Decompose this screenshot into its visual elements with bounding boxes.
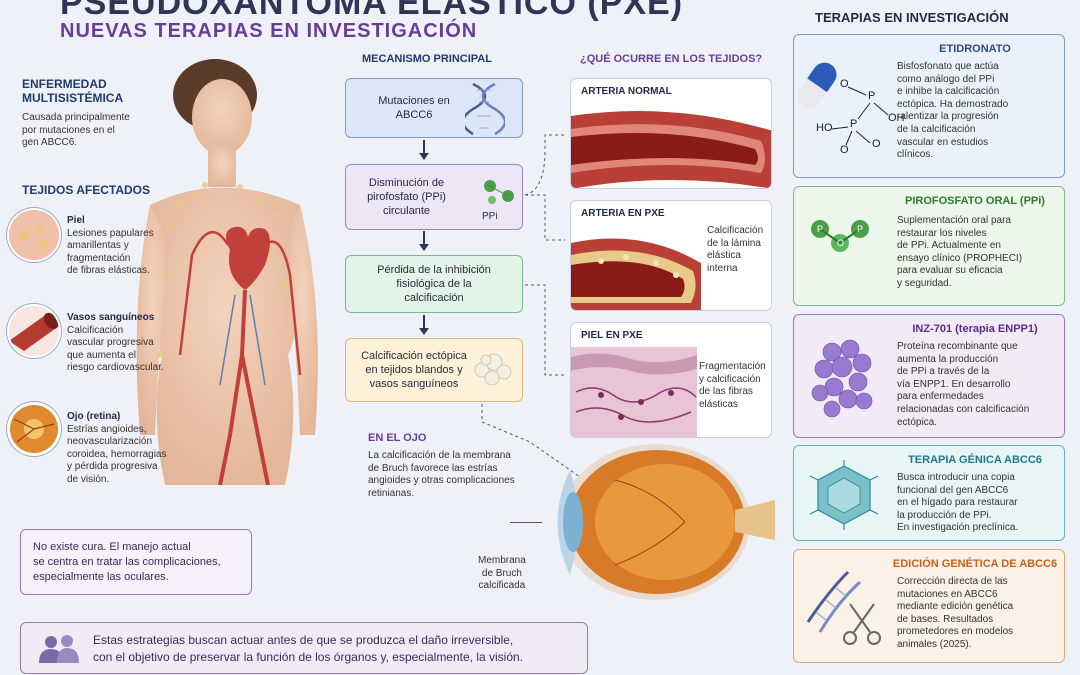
card-normal-artery: ARTERIA NORMAL: [570, 78, 772, 189]
disease-heading: ENFERMEDAD MULTISISTÉMICA: [22, 77, 124, 105]
tissues-heading: TEJIDOS AFECTADOS: [22, 183, 151, 197]
membrane-pointer: [510, 522, 542, 523]
eye-connector: [481, 404, 581, 478]
people-icon: [39, 635, 79, 663]
normal-artery-illustration: [571, 111, 771, 188]
arrow-2: [419, 231, 429, 251]
arrow-1: [419, 140, 429, 160]
eye-heading: EN EL OJO: [368, 432, 427, 444]
pxe-skin-illustration: [571, 347, 697, 437]
svg-text:HO: HO: [816, 122, 833, 134]
tissues-panel-heading: ¿QUÉ OCURRE EN LOS TEJIDOS?: [580, 53, 763, 65]
viral-vector-icon: [809, 460, 879, 530]
svg-text:O: O: [840, 78, 849, 90]
svg-text:O: O: [837, 238, 844, 248]
arrow-3: [419, 315, 429, 335]
therapy-gene-therapy: TERAPIA GÉNICA ABCC6 Busca introducir un…: [793, 445, 1065, 541]
dna-icon: [465, 82, 505, 136]
oral-ppi-molecule-icon: P P O: [811, 220, 869, 252]
svg-text:P: P: [868, 90, 875, 102]
eye-cross-section: [557, 444, 775, 600]
ppi-badge: PPi: [482, 211, 498, 222]
mechanism-heading: MECANISMO PRINCIPAL: [362, 53, 492, 65]
dashed-connectors: [524, 134, 565, 376]
svg-text:P: P: [850, 118, 857, 130]
blood-vessel-icon: [7, 304, 61, 358]
page-subtitle: NUEVAS TERAPIAS EN INVESTIGACIÓN: [60, 20, 478, 42]
eye-retina-icon: [7, 402, 61, 456]
ppi-molecule-icon: [484, 180, 514, 204]
calcium-deposit-icon: [474, 353, 512, 386]
svg-text:P: P: [817, 224, 823, 234]
human-body-illustration: [136, 59, 318, 486]
svg-text:O: O: [840, 144, 849, 156]
therapies-heading: TERAPIAS EN INVESTIGACIÓN: [815, 10, 1009, 25]
svg-text:OH: OH: [888, 112, 905, 124]
page-title: PSEUDOXANTOMA ELÁSTICO (PXE): [60, 0, 684, 22]
svg-text:P: P: [857, 224, 863, 234]
disease-text: Causada principalmente por mutaciones en…: [22, 112, 130, 148]
tissue-eye-desc: Ojo (retina) Estrías angioides,neovascul…: [67, 411, 167, 485]
etidronate-molecule-icon: O P P HO OH O O: [798, 62, 905, 156]
pxe-artery-illustration: [571, 238, 701, 310]
protein-icon: [811, 339, 873, 418]
svg-text:O: O: [872, 138, 881, 150]
therapy-inz701: INZ-701 (terapia ENPP1) Proteína recombi…: [793, 314, 1065, 438]
skin-tissue-icon: [7, 208, 61, 262]
footer-note: Estas estrategias buscan actuar antes de…: [20, 622, 588, 674]
dna-scissors-icon: [806, 570, 881, 645]
therapy-etidronato: ETIDRONATO O P P HO OH O O Bisfosfonato …: [793, 34, 1065, 178]
therapy-gene-editing: EDICIÓN GENÉTICA DE ABCC6 Corrección dir…: [793, 549, 1065, 663]
